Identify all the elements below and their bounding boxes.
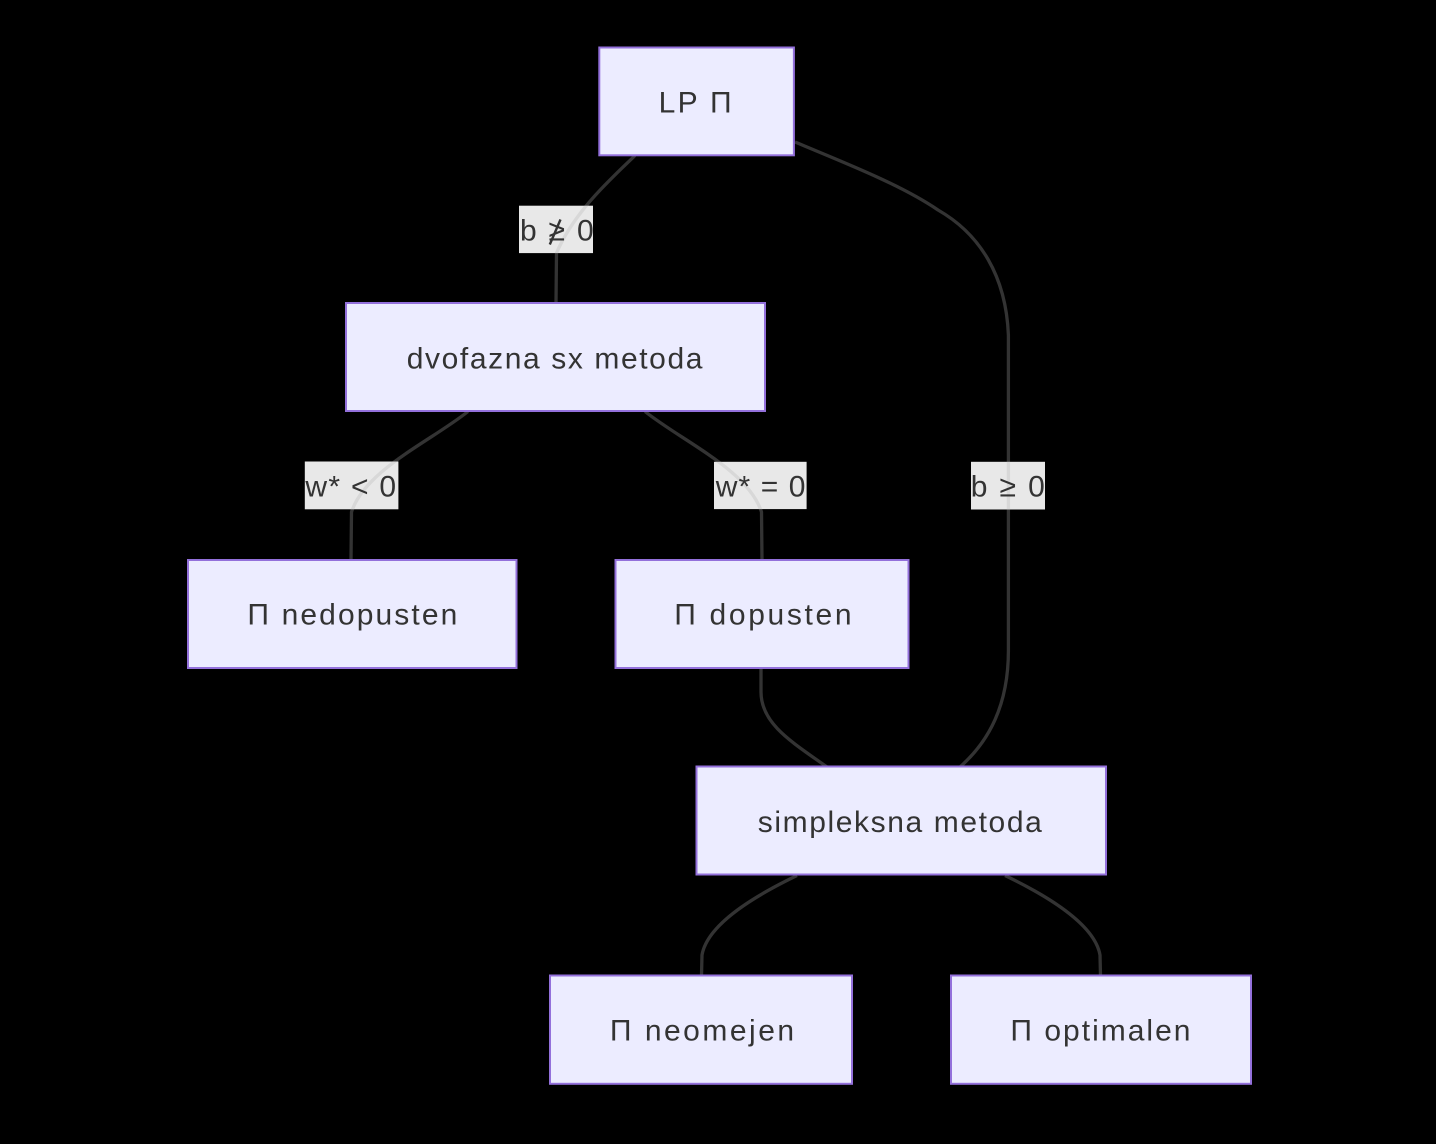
svg-text:Π neomejen: Π neomejen — [610, 1015, 797, 1048]
svg-text:LP Π: LP Π — [659, 87, 734, 120]
svg-text:Π optimalen: Π optimalen — [1010, 1015, 1192, 1048]
svg-text:Π nedopusten: Π nedopusten — [247, 599, 459, 632]
svg-text:Π dopusten: Π dopusten — [674, 599, 854, 632]
svg-text:simpleksna metoda: simpleksna metoda — [758, 806, 1044, 839]
svg-text:w* < 0: w* < 0 — [304, 470, 397, 503]
svg-text:b ≥ 0: b ≥ 0 — [520, 214, 596, 247]
svg-text:w* = 0: w* = 0 — [715, 470, 807, 503]
svg-text:dvofazna sx metoda: dvofazna sx metoda — [407, 342, 704, 375]
svg-text:b ≥ 0: b ≥ 0 — [971, 470, 1047, 503]
